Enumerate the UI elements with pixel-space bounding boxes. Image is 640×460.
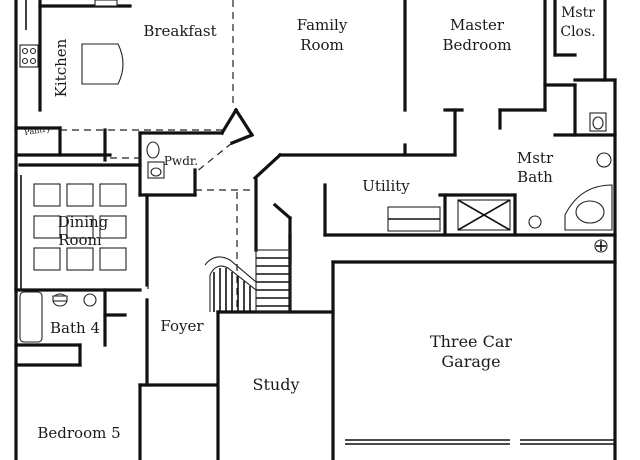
master-bath-fixtures <box>528 112 613 253</box>
label-family-room-2: Room <box>300 36 344 54</box>
label-powder: Pwdr. <box>164 154 198 168</box>
label-master-bedroom-2: Bedroom <box>443 36 512 54</box>
label-family-room-1: Family <box>297 16 348 34</box>
label-master-closet-2: Clos. <box>560 24 595 40</box>
label-garage-2: Garage <box>441 352 500 371</box>
label-foyer: Foyer <box>160 317 204 335</box>
kitchen-fixtures <box>19 0 124 85</box>
garage-door <box>345 439 615 445</box>
label-study: Study <box>253 375 300 394</box>
label-utility: Utility <box>362 177 410 195</box>
label-dining-room-2: Room <box>58 231 102 249</box>
label-bath-4: Bath 4 <box>50 319 100 337</box>
label-kitchen: Kitchen <box>52 38 70 97</box>
label-master-bedroom-1: Master <box>450 16 505 34</box>
bath4-fixtures <box>19 291 97 343</box>
walls <box>14 0 617 460</box>
label-dining-room-1: Dining <box>58 213 109 231</box>
label-breakfast: Breakfast <box>143 22 216 40</box>
label-garage-1: Three Car <box>430 332 512 351</box>
label-master-closet-1: Mstr <box>561 5 595 21</box>
utility-fixtures <box>387 199 511 232</box>
powder-fixtures <box>146 141 165 179</box>
label-bedroom-5: Bedroom 5 <box>37 424 120 442</box>
dining-grid <box>33 183 127 271</box>
dashed-lines <box>60 0 250 312</box>
room-labels: Kitchen Pantry Breakfast Family Room Mas… <box>24 5 596 442</box>
stairs <box>204 249 291 313</box>
label-master-bath-2: Bath <box>517 168 553 186</box>
label-master-bath-1: Mstr <box>517 149 554 167</box>
label-pantry: Pantry <box>24 124 52 138</box>
